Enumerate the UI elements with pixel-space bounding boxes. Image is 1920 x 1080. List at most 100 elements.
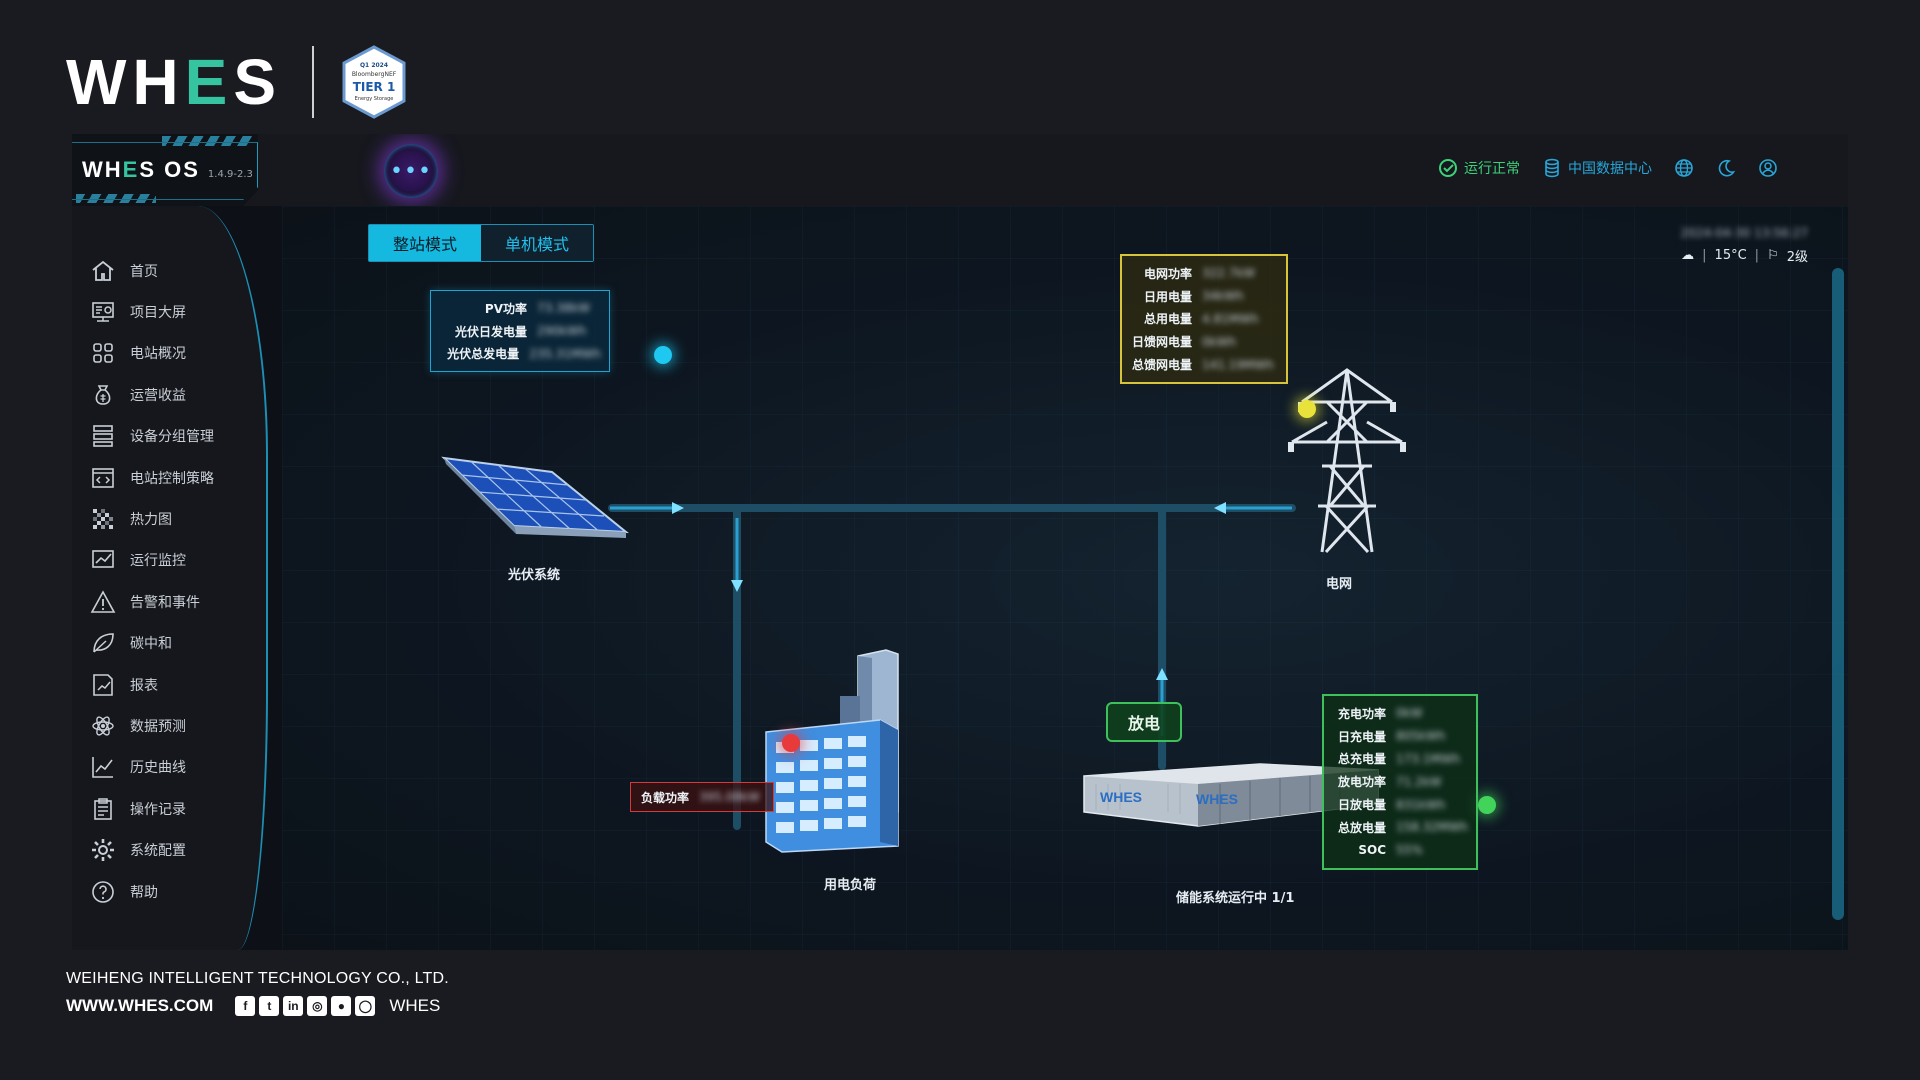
clipboard-icon: [90, 796, 116, 822]
footer: WEIHENG INTELLIGENT TECHNOLOGY CO., LTD.…: [66, 970, 449, 1016]
datacenter-selector[interactable]: 中国数据中心: [1542, 158, 1652, 178]
sidebar-item-label: 电站概况: [130, 346, 186, 363]
home-icon: [90, 258, 116, 284]
footer-brand: WHES: [389, 996, 441, 1015]
tab-single-mode[interactable]: 单机模式: [481, 225, 593, 261]
database-icon: [1542, 158, 1562, 178]
company-name: WEIHENG INTELLIGENT TECHNOLOGY CO., LTD.: [66, 970, 449, 987]
warning-icon: [90, 589, 116, 615]
scrollbar[interactable]: [1832, 268, 1844, 920]
globe-icon[interactable]: [1674, 158, 1694, 178]
cloud-icon: ☁: [1681, 248, 1695, 263]
sidebar-nav: 首页项目大屏电站概况运营收益设备分组管理电站控制策略热力图运行监控告警和事件碳中…: [90, 250, 214, 912]
sidebar-item-label: 运行监控: [130, 553, 186, 570]
sidebar-item-8[interactable]: 告警和事件: [90, 581, 214, 622]
pv-status-dot: [654, 346, 672, 364]
sidebar-item-0[interactable]: 首页: [90, 250, 214, 291]
sidebar-item-label: 报表: [130, 677, 158, 694]
money-bag-icon: [90, 382, 116, 408]
leaf-icon: [90, 630, 116, 656]
sidebar-item-label: 首页: [130, 263, 158, 280]
sidebar-item-5[interactable]: 电站控制策略: [90, 457, 214, 498]
sidebar-item-9[interactable]: 碳中和: [90, 623, 214, 664]
discharge-status-badge: 放电: [1106, 702, 1182, 742]
sidebar-item-10[interactable]: 报表: [90, 664, 214, 705]
ess-status-dot: [1478, 796, 1496, 814]
brand-header: WHES Q1 2024 BloombergNEF TIER 1 Energy …: [66, 42, 408, 122]
status-area: 运行正常 中国数据中心: [1438, 158, 1778, 178]
line-icon: ◯: [355, 996, 376, 1016]
weather-widget: 2024-04-30 13:56:27 ☁ | 15°C | ⚐ 2级: [1680, 226, 1808, 265]
sidebar-item-label: 数据预测: [130, 718, 186, 735]
sidebar-item-2[interactable]: 电站概况: [90, 333, 214, 374]
sidebar: 首页项目大屏电站概况运营收益设备分组管理电站控制策略热力图运行监控告警和事件碳中…: [72, 206, 268, 950]
sidebar-item-label: 电站控制策略: [130, 470, 214, 487]
moon-icon[interactable]: [1716, 158, 1736, 178]
temperature: 15°C: [1714, 248, 1747, 263]
sidebar-item-label: 历史曲线: [130, 760, 186, 777]
grid-status-dot: [1298, 400, 1316, 418]
atom-icon: [90, 713, 116, 739]
sidebar-item-1[interactable]: 项目大屏: [90, 291, 214, 332]
sidebar-item-14[interactable]: 系统配置: [90, 829, 214, 870]
energy-flow-panel: 整站模式 单机模式 2024-04-30 13:56:27 ☁ | 15°C |…: [282, 206, 1848, 950]
facebook-icon: f: [235, 996, 256, 1016]
linkedin-icon: in: [283, 996, 304, 1016]
gear-icon: [90, 837, 116, 863]
whes-logo: WHES: [66, 46, 282, 118]
sidebar-item-7[interactable]: 运行监控: [90, 540, 214, 581]
device-group-icon: [90, 423, 116, 449]
sidebar-item-label: 帮助: [130, 884, 158, 901]
top-bar: WHES OS 1.4.9-2.3 ••• 运行正常 中国数据中心: [72, 134, 1848, 206]
sidebar-item-6[interactable]: 热力图: [90, 498, 214, 539]
load-status-dot: [782, 734, 800, 752]
mode-tabs: 整站模式 单机模式: [368, 224, 594, 262]
load-info-panel[interactable]: 负载功率 395.08kW: [630, 782, 774, 812]
report-icon: [90, 672, 116, 698]
sidebar-item-4[interactable]: 设备分组管理: [90, 416, 214, 457]
svg-text:WHES: WHES: [1196, 791, 1238, 807]
sidebar-item-3[interactable]: 运营收益: [90, 374, 214, 415]
ai-assistant-button[interactable]: •••: [384, 144, 438, 198]
sidebar-item-12[interactable]: 历史曲线: [90, 747, 214, 788]
sidebar-item-13[interactable]: 操作记录: [90, 788, 214, 829]
sidebar-item-15[interactable]: 帮助: [90, 871, 214, 912]
sidebar-item-label: 设备分组管理: [130, 429, 214, 446]
bnef-tier1-badge: Q1 2024 BloombergNEF TIER 1 Energy Stora…: [340, 45, 408, 119]
tab-station-mode[interactable]: 整站模式: [369, 225, 481, 261]
load-label: 用电负荷: [824, 878, 877, 893]
code-window-icon: [90, 465, 116, 491]
user-icon[interactable]: [1758, 158, 1778, 178]
solar-panel-illustration: [441, 456, 630, 538]
wind-icon: ⚐: [1767, 248, 1779, 263]
dashboard-icon: [90, 299, 116, 325]
sidebar-item-label: 项目大屏: [130, 305, 186, 322]
brand-divider: [312, 46, 314, 118]
sidebar-item-label: 热力图: [130, 512, 172, 529]
check-circle-icon: [1438, 158, 1458, 178]
os-version: 1.4.9-2.3: [207, 168, 253, 180]
grid-icon: [90, 340, 116, 366]
pv-label: 光伏系统: [508, 568, 561, 583]
grid-label: 电网: [1326, 577, 1353, 592]
os-name: WHES OS: [82, 157, 200, 182]
sidebar-item-11[interactable]: 数据预测: [90, 705, 214, 746]
datetime: 2024-04-30 13:56:27: [1680, 226, 1808, 240]
instagram-icon: ◎: [307, 996, 328, 1016]
os-logo[interactable]: WHES OS 1.4.9-2.3: [72, 134, 258, 206]
building-illustration: [765, 649, 899, 853]
app-window: WHES OS 1.4.9-2.3 ••• 运行正常 中国数据中心: [72, 134, 1848, 950]
